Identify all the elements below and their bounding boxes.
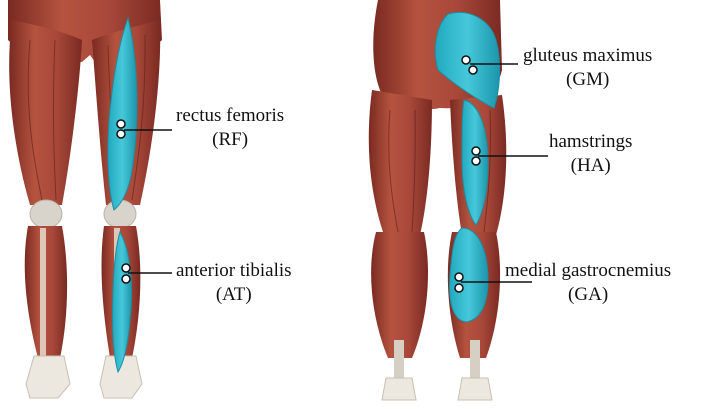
at-electrode-2	[122, 275, 130, 283]
ha-label-name: hamstrings	[549, 131, 632, 152]
ga-label-abbr: (GA)	[505, 283, 671, 307]
ga-label: medial gastrocnemius (GA)	[505, 259, 671, 307]
ha-electrode-2	[472, 157, 480, 165]
ga-electrode-1	[455, 273, 463, 281]
rf-label: rectus femoris (RF)	[176, 104, 284, 152]
rf-electrode-2	[117, 130, 125, 138]
front-tibia-left	[40, 228, 46, 358]
rf-electrode-1	[117, 120, 125, 128]
front-thigh-left	[9, 20, 82, 205]
back-calf-left	[371, 232, 428, 358]
ha-label: hamstrings (HA)	[549, 130, 632, 178]
gm-electrode-1	[462, 56, 470, 64]
front-knee-left	[30, 200, 62, 228]
at-electrode-1	[122, 264, 130, 272]
ga-electrode-2	[455, 284, 463, 292]
at-label: anterior tibialis (AT)	[176, 259, 292, 307]
ha-label-abbr: (HA)	[549, 154, 632, 178]
back-heel-left	[382, 378, 416, 400]
gm-label-abbr: (GM)	[523, 68, 652, 92]
back-thigh-left	[369, 90, 432, 235]
rf-label-abbr: (RF)	[176, 128, 284, 152]
front-foot-left	[26, 356, 70, 398]
rf-label-name: rectus femoris	[176, 105, 284, 126]
back-achilles-right	[470, 340, 480, 380]
gm-electrode-2	[469, 66, 477, 74]
gm-label: gluteus maximus (GM)	[523, 44, 652, 92]
front-view-legs	[8, 0, 162, 398]
back-achilles-left	[394, 340, 404, 380]
at-label-name: anterior tibialis	[176, 260, 292, 281]
at-label-abbr: (AT)	[176, 283, 292, 307]
back-view-legs	[369, 0, 506, 400]
back-heel-right	[458, 378, 492, 400]
ha-electrode-1	[472, 147, 480, 155]
ga-label-name: medial gastrocnemius	[505, 260, 671, 281]
gm-label-name: gluteus maximus	[523, 45, 652, 66]
